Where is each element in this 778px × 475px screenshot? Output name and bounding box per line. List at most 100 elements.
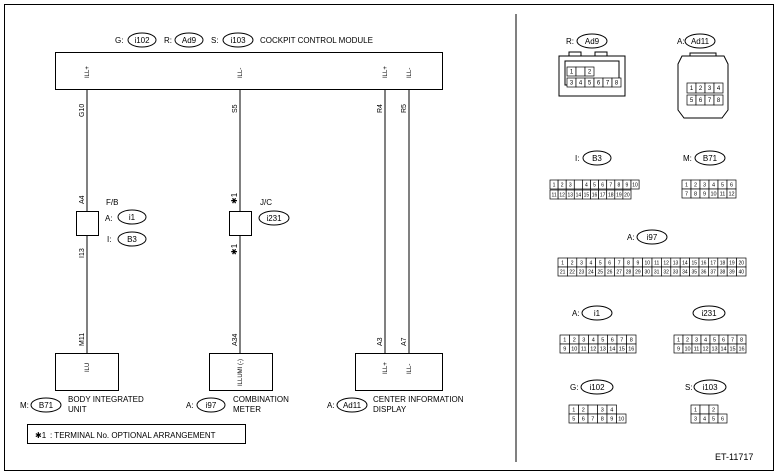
pin-cell	[736, 266, 747, 277]
wire-pin-label: I13	[79, 248, 86, 258]
pin-number: 15	[692, 260, 698, 266]
pin-number: 1	[570, 70, 574, 76]
pin-number: 1	[694, 407, 697, 413]
pin-cell	[699, 404, 710, 415]
pin-number: 6	[730, 182, 733, 188]
pin-label: ILL-	[407, 68, 413, 78]
tag-oval	[127, 32, 157, 48]
cockpit-control-module-box	[55, 52, 443, 90]
tag-oval	[222, 32, 254, 48]
wire-pin-label: R5	[401, 104, 408, 113]
pin-number: 2	[686, 337, 689, 343]
combination-meter-box	[209, 353, 273, 391]
pin-number: 5	[588, 81, 592, 87]
pin-number: 18	[720, 260, 726, 266]
tag-prefix: R:	[164, 36, 172, 45]
tag-code: i97	[206, 401, 217, 410]
pin-number: 11	[694, 346, 700, 352]
pin-number: 12	[663, 260, 669, 266]
pin-number: 15	[729, 346, 735, 352]
pin-number: 4	[579, 81, 583, 87]
pin-number: 12	[728, 191, 734, 197]
pin-number: 37	[710, 269, 716, 275]
pin-number: 14	[720, 346, 726, 352]
pin-number: 1	[563, 337, 566, 343]
tag-code: i1	[129, 213, 136, 222]
junction-title: J/C	[260, 198, 272, 207]
figure-id: ET-11717	[715, 452, 753, 462]
pin-number: 9	[637, 260, 640, 266]
junction-title: F/B	[106, 198, 118, 207]
pin-number: 16	[628, 346, 634, 352]
pin-number: 9	[703, 191, 706, 197]
pin-cell	[626, 343, 637, 354]
wire-pin-label: G10	[79, 104, 86, 117]
pin-number: 13	[711, 346, 717, 352]
pin-label: ILU	[85, 363, 91, 372]
pin-number: 10	[684, 346, 690, 352]
tag-prefix: A:	[627, 233, 635, 242]
pin-number: 22	[569, 269, 575, 275]
pin-number: 11	[654, 260, 659, 266]
pin-number: 6	[582, 416, 585, 422]
tag-prefix: M:	[683, 154, 692, 163]
tag-prefix: A:	[572, 309, 580, 318]
connector-ad11: A: Ad11	[677, 33, 729, 119]
tag-code: i1	[594, 309, 601, 318]
pin-number: 10	[710, 191, 716, 197]
tag-oval	[117, 209, 147, 225]
component-label: DISPLAY	[373, 405, 407, 414]
pin-number: 2	[561, 182, 564, 188]
pin-number: 6	[601, 182, 604, 188]
pin-cell	[713, 94, 724, 106]
center-information-display-box	[355, 353, 443, 391]
pin-number: 10	[632, 182, 638, 188]
pin-number: 8	[630, 337, 633, 343]
pin-number: 34	[682, 269, 688, 275]
tag-code: Ad9	[585, 37, 600, 46]
pin-number: 1	[685, 182, 688, 188]
pin-number: 32	[663, 269, 669, 275]
tag-code: B71	[39, 401, 54, 410]
pin-number: 26	[607, 269, 613, 275]
jc-junction-box	[229, 211, 252, 236]
tag-code: i97	[647, 233, 658, 242]
pin-number: 1	[553, 182, 556, 188]
connector-i231: i231	[692, 305, 726, 321]
pin-number: 5	[593, 182, 596, 188]
pin-number: 6	[721, 416, 724, 422]
pin-label: ILL+	[85, 66, 91, 78]
tag-prefix: A:	[186, 401, 194, 410]
tag-code: i231	[266, 214, 282, 223]
tag-code: Ad9	[182, 36, 197, 45]
pin-number: 31	[654, 269, 660, 275]
pin-number: 19	[616, 192, 622, 198]
pin-number: 29	[635, 269, 641, 275]
connector-b3: I: B3	[575, 150, 612, 166]
pin-cell	[736, 343, 747, 354]
pin-cell	[713, 82, 724, 94]
pin-number: 16	[701, 260, 707, 266]
pin-number: 33	[673, 269, 679, 275]
pin-number: 20	[624, 192, 630, 198]
pin-number: 12	[590, 346, 596, 352]
pin-number: 4	[585, 182, 588, 188]
pin-number: 7	[620, 337, 623, 343]
pin-label: ILL+	[383, 362, 389, 374]
pin-cell	[587, 404, 598, 415]
tag-code: i231	[701, 309, 717, 318]
tag-prefix: S:	[685, 383, 693, 392]
connector-latch	[568, 51, 608, 56]
pin-number: 15	[619, 346, 625, 352]
tag-oval	[576, 33, 608, 49]
pin-cell	[575, 66, 586, 77]
pin-number: 8	[694, 191, 697, 197]
pin-number: 3	[570, 81, 574, 87]
pin-number: 36	[701, 269, 707, 275]
pin-number: 19	[729, 260, 735, 266]
pin-cell	[622, 189, 632, 200]
pin-number: 20	[739, 260, 745, 266]
pin-number: 4	[712, 182, 715, 188]
